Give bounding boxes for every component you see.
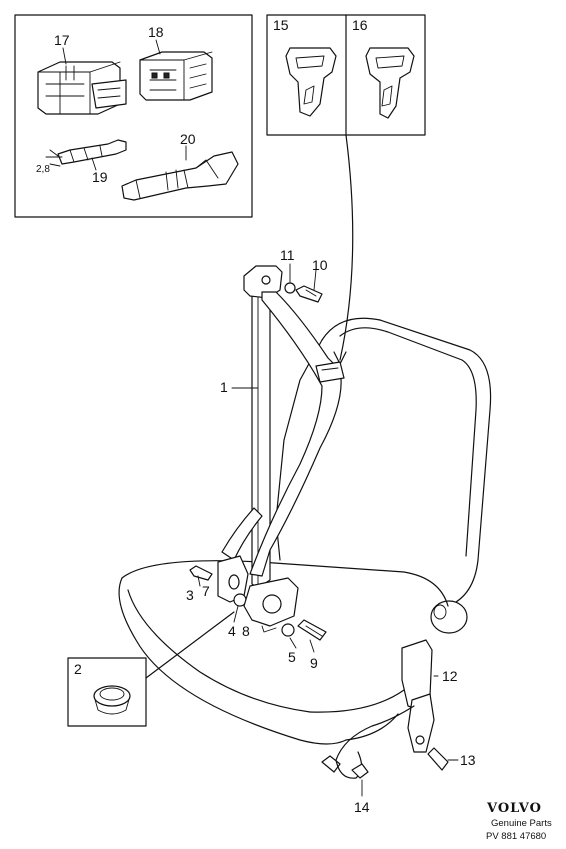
callout-15: 15 xyxy=(273,17,289,33)
callout-12: 12 xyxy=(442,668,458,684)
brand-block: VOLVO Genuine Parts PV 881 47680 xyxy=(486,801,552,842)
callout-labels: 17 18 2,8 19 20 15 16 11 10 1 3 7 4 8 5 … xyxy=(36,17,476,815)
callout-16: 16 xyxy=(352,17,368,33)
genuine-parts-text: Genuine Parts xyxy=(491,818,552,829)
connector-inset xyxy=(14,14,253,218)
diagram-code: PV 881 47680 xyxy=(486,831,546,842)
clip-inset xyxy=(67,611,235,727)
callout-10: 10 xyxy=(312,257,328,273)
buckle-12-drawing xyxy=(321,639,449,779)
callout-4: 4 xyxy=(228,623,236,639)
callout-19: 19 xyxy=(92,169,108,185)
volvo-logo-text: VOLVO xyxy=(486,801,542,816)
belt-webbing-drawing xyxy=(221,265,345,577)
callout-5: 5 xyxy=(288,649,296,665)
callout-13: 13 xyxy=(460,752,476,768)
bolt-10-11-drawing xyxy=(284,282,323,303)
terminal-19-drawing xyxy=(45,139,127,167)
callout-17: 17 xyxy=(54,32,70,48)
connector-17-drawing xyxy=(37,61,127,115)
lower-anchor-drawing xyxy=(189,555,299,633)
callout-3: 3 xyxy=(186,587,194,603)
callout-11: 11 xyxy=(280,247,295,263)
callout-20: 20 xyxy=(180,131,196,147)
buckle-plate-inset xyxy=(266,14,426,365)
leader-lines xyxy=(197,263,459,797)
bolt-5-9-drawing xyxy=(281,619,327,641)
callout-9: 9 xyxy=(310,655,318,671)
callout-18: 18 xyxy=(148,24,164,40)
seat-drawing xyxy=(118,317,492,745)
connector-18-drawing xyxy=(139,51,213,101)
callout-7: 7 xyxy=(202,583,210,599)
callout-8: 8 xyxy=(242,623,250,639)
callout-2: 2 xyxy=(74,661,82,677)
plate-15-drawing xyxy=(285,47,337,117)
callout-1: 1 xyxy=(220,379,228,395)
callout-dim: 2,8 xyxy=(36,164,50,175)
plate-16-drawing xyxy=(365,47,415,119)
callout-14: 14 xyxy=(354,799,370,815)
terminal-20-drawing xyxy=(121,151,239,201)
